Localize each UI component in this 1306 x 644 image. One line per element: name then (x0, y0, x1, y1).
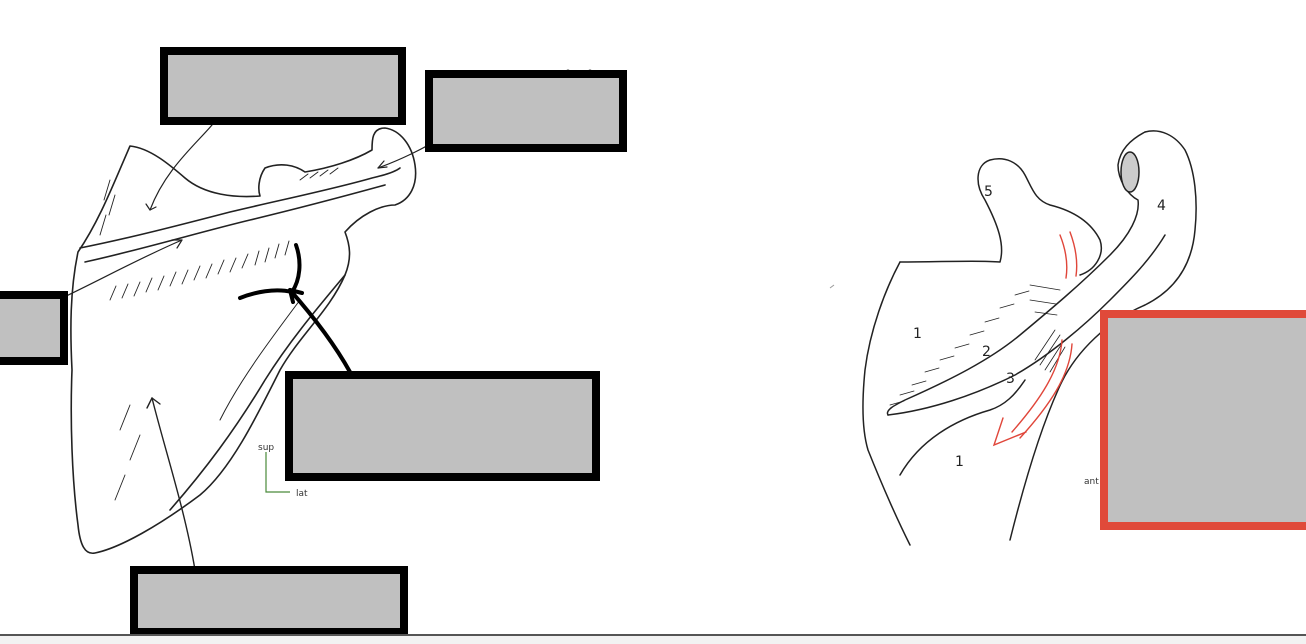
acromion-facet (1121, 152, 1139, 192)
red-arrows (994, 232, 1077, 445)
fossa-hatching (890, 285, 1065, 405)
left-scapula-drawing (62, 125, 440, 570)
region-number: 1 (913, 326, 922, 342)
ant-label: ant (1084, 477, 1099, 487)
lat-label: lat (296, 489, 308, 499)
region-number: 5 (984, 184, 993, 200)
pointer-top-left (150, 125, 212, 210)
pointer-bottom (152, 398, 195, 570)
region-number: 3 (1006, 371, 1015, 387)
label-box-left-edge[interactable] (0, 291, 68, 365)
label-box-bottom[interactable] (130, 566, 408, 636)
scapular-spine-left (80, 168, 400, 248)
label-box-notch[interactable] (285, 371, 600, 481)
region-number: 1 (955, 454, 964, 470)
region-number: 4 (1157, 198, 1166, 214)
right-answer-box[interactable] (1100, 310, 1306, 530)
sup-label: sup (258, 443, 274, 453)
label-box-top[interactable] (160, 47, 406, 125)
region-number: 2 (982, 344, 991, 360)
body-outline-right (863, 262, 910, 545)
scapula-outline-left (71, 128, 416, 553)
notch-arrow (240, 245, 350, 372)
label-box-acromion[interactable] (425, 70, 627, 152)
bottom-divider (0, 634, 1306, 644)
coracoid-outline (900, 159, 1101, 275)
